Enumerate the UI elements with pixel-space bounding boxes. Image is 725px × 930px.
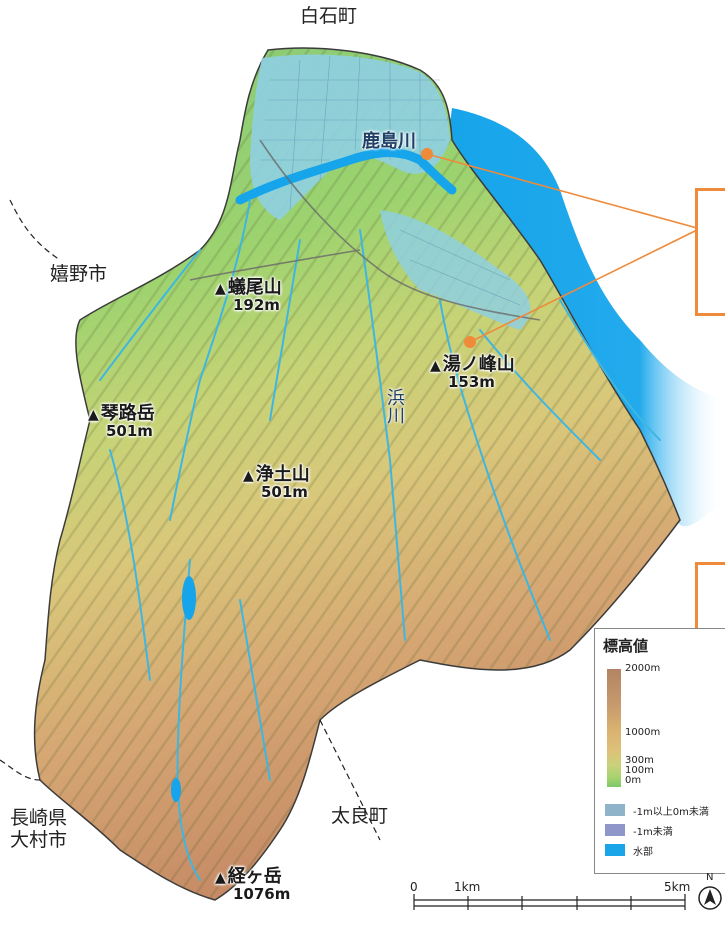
legend-row-label: 水部: [633, 847, 653, 858]
place-label-north: 白石町: [300, 5, 358, 27]
summit-triangle-icon: ▲: [430, 358, 441, 374]
legend-tick: 100m: [625, 765, 654, 776]
callout-dot: [464, 336, 476, 348]
legend-tick: 300m: [625, 755, 654, 766]
legend-title: 標高値: [603, 637, 649, 655]
peak-label: ▲経ヶ岳 1076m: [215, 866, 291, 903]
scale-label: 1km: [454, 880, 481, 894]
place-label-southwest-1: 長崎県: [10, 807, 68, 829]
peak-label: ▲蟻尾山 192m: [215, 277, 282, 314]
river-label-hama: 浜川: [384, 388, 405, 424]
legend-row-label: -1m未満: [633, 827, 673, 838]
river-label-kashima: 鹿島川: [362, 131, 416, 152]
elevation-color-bar: [607, 669, 621, 787]
legend-swatch: [605, 804, 625, 816]
peak-label: ▲浄土山 501m: [243, 464, 310, 501]
summit-triangle-icon: ▲: [243, 468, 254, 484]
reservoir: [171, 778, 181, 802]
north-arrow-icon: N: [697, 872, 723, 912]
legend-tick: 2000m: [625, 663, 661, 674]
road-network: [189, 139, 541, 321]
callout-box: [695, 188, 725, 316]
place-label-west: 嬉野市: [50, 263, 108, 285]
scale-label: 5km: [664, 880, 691, 894]
peak-label: ▲琴路岳 501m: [88, 403, 155, 440]
legend-swatch: [605, 844, 625, 856]
scale-label: 0: [410, 880, 418, 894]
summit-triangle-icon: ▲: [215, 870, 226, 886]
summit-triangle-icon: ▲: [88, 407, 99, 423]
legend-swatch: [605, 824, 625, 836]
reservoir: [182, 576, 196, 620]
place-label-south: 太良町: [331, 805, 389, 827]
legend-tick: 0m: [625, 775, 642, 786]
north-letter: N: [706, 872, 714, 883]
peak-label: ▲湯ノ峰山 153m: [430, 354, 515, 391]
place-label-southwest-2: 大村市: [10, 829, 68, 851]
legend-row-label: -1m以上0m未満: [633, 807, 709, 818]
lowland-area-east: [380, 210, 531, 330]
callout-dot: [421, 148, 433, 160]
sea-area: [440, 108, 725, 527]
legend-tick: 1000m: [625, 727, 661, 738]
scale-bar: [413, 894, 686, 910]
summit-triangle-icon: ▲: [215, 281, 226, 297]
elevation-legend: 標高値 2000m 1000m 300m 100m 0m -1m以上0m未満 -…: [594, 628, 725, 874]
kashima-river: [235, 148, 457, 205]
boundary-lines: [0, 199, 381, 841]
